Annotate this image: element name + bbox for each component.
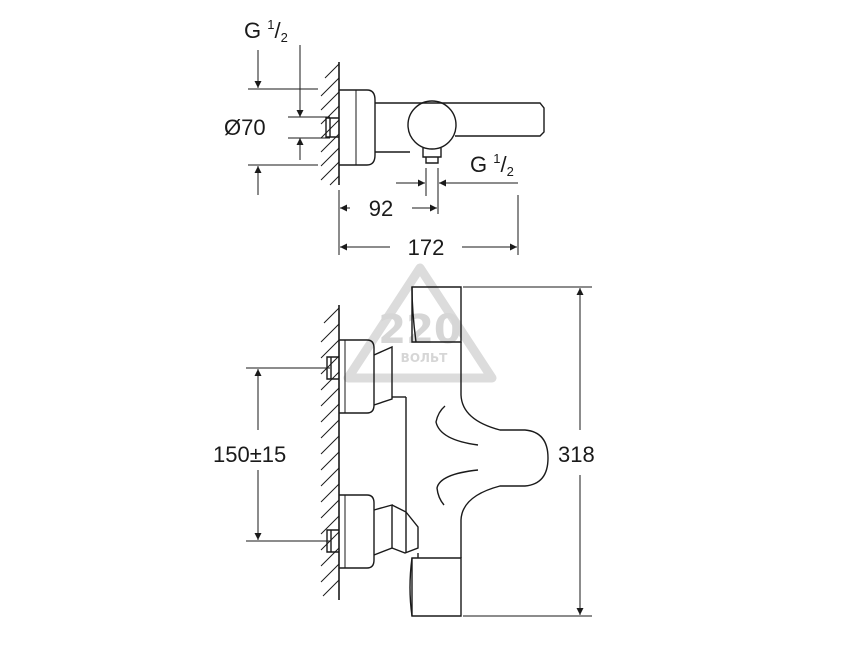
watermark-logo: 220 ВОЛЬТ <box>343 263 497 383</box>
top-view-labels: G 1/2 Ø70 G 1/2 92 172 <box>224 17 514 260</box>
diameter-label: Ø70 <box>224 115 266 140</box>
top-view-dimensions <box>248 45 519 255</box>
watermark-text: ВОЛЬТ <box>401 351 448 365</box>
front-view-dimensions <box>246 286 592 617</box>
front-view <box>320 286 549 617</box>
front-view-labels: 150±15 318 <box>213 442 595 467</box>
dim-depth-label: 172 <box>408 235 445 260</box>
top-view <box>320 62 545 186</box>
dim-center-distance-label: 150±15 <box>213 442 286 467</box>
watermark-number: 220 <box>378 307 462 353</box>
dim-height-label: 318 <box>558 442 595 467</box>
dim-spout-offset-label: 92 <box>369 196 393 221</box>
thread-top-label: G 1/2 <box>244 17 288 45</box>
thread-outlet-label: G 1/2 <box>470 151 514 179</box>
wall-hatch-front <box>320 305 340 600</box>
